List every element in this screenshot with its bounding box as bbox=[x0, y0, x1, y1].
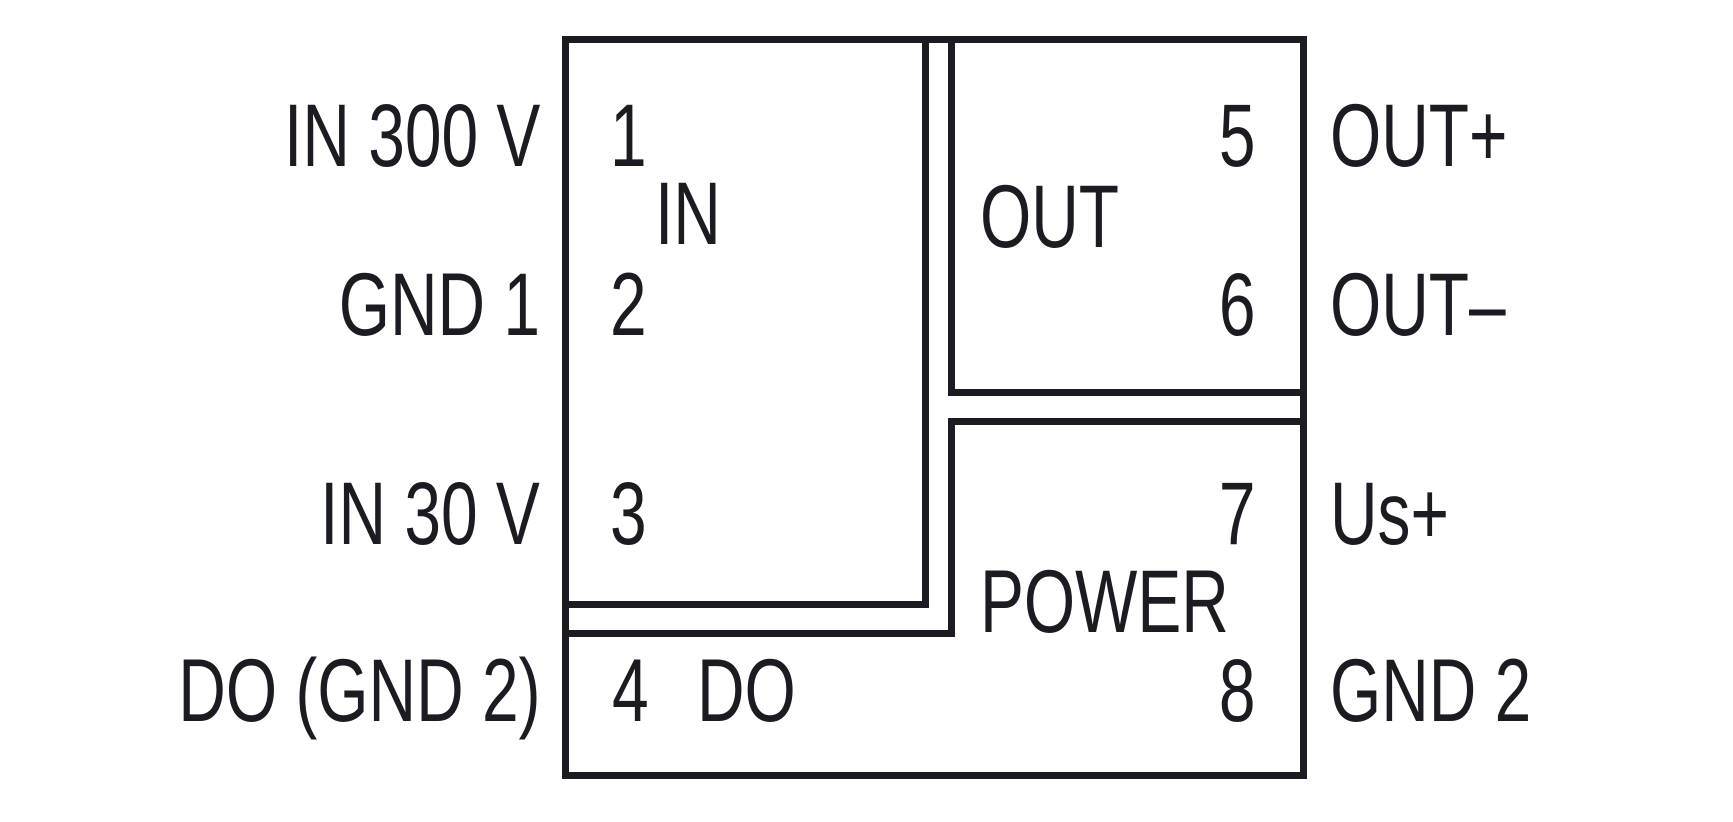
pin-6-external-label: OUT– bbox=[1330, 253, 1506, 354]
power-block-left-edge bbox=[948, 418, 955, 637]
in-block-bottom-edge bbox=[562, 601, 929, 608]
pin-8-number: 8 bbox=[1218, 639, 1255, 740]
pin-6-number: 6 bbox=[1218, 253, 1255, 354]
power-block-top-edge bbox=[948, 418, 1307, 425]
pin-2-number: 2 bbox=[610, 253, 647, 354]
device-outline bbox=[562, 36, 1307, 779]
pin-7-number: 7 bbox=[1218, 462, 1255, 563]
block-label-in: IN bbox=[655, 162, 721, 263]
pin-5-number: 5 bbox=[1218, 84, 1255, 185]
pin-5-external-label: OUT+ bbox=[1330, 84, 1508, 185]
pin-4-number: 4 bbox=[612, 639, 649, 740]
in-block-right-edge bbox=[922, 36, 929, 607]
do-block-top-edge bbox=[562, 630, 955, 637]
out-block-bottom-edge bbox=[948, 389, 1307, 396]
out-block-left-edge bbox=[948, 36, 955, 395]
pin-3-external-label: IN 30 V bbox=[320, 462, 540, 563]
pin-7-external-label: Us+ bbox=[1330, 462, 1449, 563]
pin-1-external-label: IN 300 V bbox=[283, 84, 540, 185]
pin-1-number: 1 bbox=[610, 84, 647, 185]
pin-4-external-label: DO (GND 2) bbox=[177, 639, 540, 740]
pin-2-external-label: GND 1 bbox=[338, 253, 540, 354]
pin-8-external-label: GND 2 bbox=[1330, 639, 1532, 740]
block-label-out: OUT bbox=[980, 165, 1120, 266]
block-label-power: POWER bbox=[980, 550, 1229, 651]
block-label-do: DO bbox=[697, 639, 796, 740]
pin-3-number: 3 bbox=[610, 462, 647, 563]
